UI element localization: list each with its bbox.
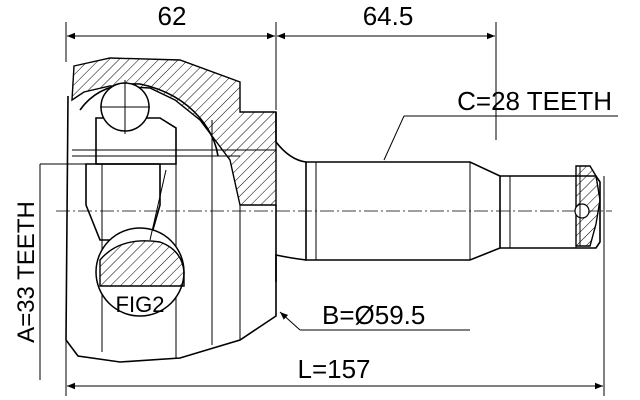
dimension-64-5-label: 64.5 bbox=[363, 1, 414, 31]
dimension-62-label: 62 bbox=[158, 1, 187, 31]
ball-cage-outline bbox=[79, 83, 219, 157]
callout-spline-a: A=33 TEETH bbox=[13, 163, 86, 380]
output-shaft bbox=[305, 161, 601, 261]
dimension-62: 62 bbox=[65, 1, 277, 110]
callout-spline-c-label: C=28 TEETH bbox=[457, 86, 612, 116]
ball-upper bbox=[100, 80, 150, 134]
housing-neck bbox=[275, 112, 307, 282]
callout-spline-c: C=28 TEETH bbox=[383, 86, 618, 161]
dimension-overall-length-label: L=157 bbox=[297, 354, 370, 384]
callout-outer-diameter-label: B=Ø59.5 bbox=[322, 300, 425, 330]
fig2-detail: FIG2 bbox=[95, 169, 185, 317]
housing-lower-profile bbox=[65, 95, 277, 363]
callout-outer-diameter: B=Ø59.5 bbox=[279, 300, 470, 331]
dimension-64-5: 64.5 bbox=[277, 1, 497, 140]
fig2-label: FIG2 bbox=[116, 292, 165, 317]
dimension-overall-length: L=157 bbox=[65, 176, 605, 396]
housing-upper-section bbox=[71, 57, 277, 206]
callout-spline-a-label: A=33 TEETH bbox=[13, 201, 40, 343]
